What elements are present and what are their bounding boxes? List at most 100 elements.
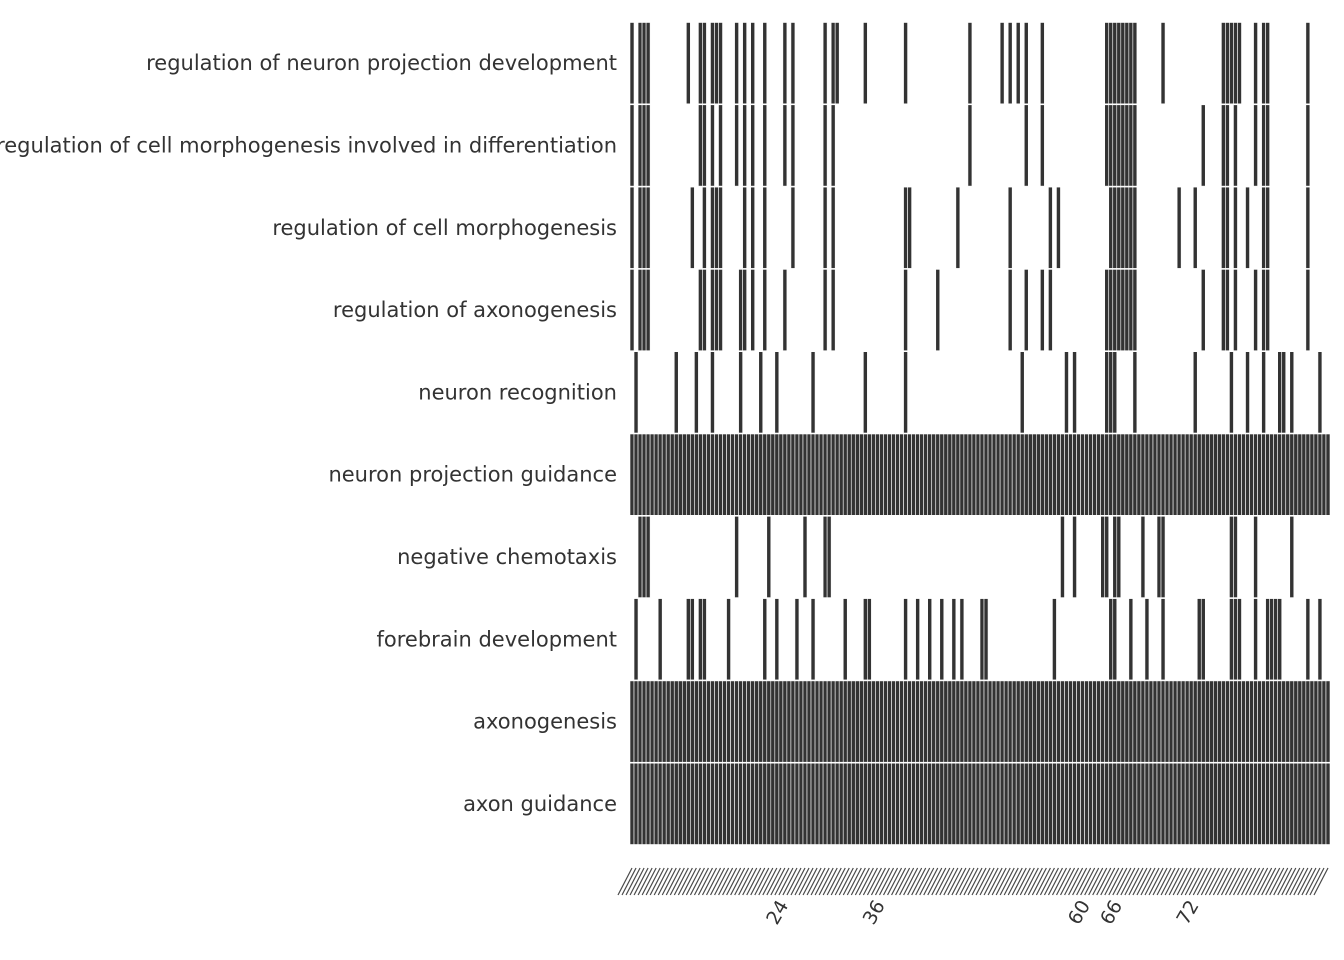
x-tick-mark xyxy=(770,867,786,896)
x-tick-mark xyxy=(1144,867,1160,896)
heatmap-cell xyxy=(1265,433,1270,516)
heatmap-cell xyxy=(1060,680,1065,763)
heatmap-cell xyxy=(1200,433,1206,516)
heatmap-cell xyxy=(983,680,989,763)
heatmap-cell xyxy=(907,762,912,845)
heatmap-cell xyxy=(649,433,655,516)
heatmap-cell xyxy=(1056,186,1061,269)
heatmap-cell xyxy=(915,598,920,681)
heatmap-cell xyxy=(1104,269,1110,351)
heatmap-cell xyxy=(754,680,760,763)
heatmap-cell xyxy=(814,433,820,516)
heatmap-cell xyxy=(979,680,985,763)
heatmap-cell xyxy=(859,680,864,763)
heatmap-cell xyxy=(1273,762,1279,845)
heatmap-cell xyxy=(963,433,969,516)
heatmap-cell xyxy=(726,762,731,845)
heatmap-cell xyxy=(1233,433,1238,516)
heatmap-cell xyxy=(1080,762,1085,845)
heatmap-cell xyxy=(726,680,731,763)
heatmap-cell xyxy=(1124,186,1130,269)
heatmap-cell xyxy=(822,515,828,598)
heatmap-cell xyxy=(1261,351,1266,434)
heatmap-cell xyxy=(822,22,828,105)
heatmap-cell xyxy=(975,762,981,845)
heatmap-cell xyxy=(1221,762,1226,845)
heatmap-cell xyxy=(891,433,896,516)
heatmap-cell xyxy=(1317,433,1323,516)
heatmap-cell xyxy=(629,762,635,845)
heatmap-cell xyxy=(1132,186,1138,269)
heatmap-cell xyxy=(657,598,663,681)
heatmap-cell xyxy=(686,680,691,763)
x-tick-mark xyxy=(882,867,899,896)
heatmap-cell xyxy=(983,598,989,681)
heatmap-cell xyxy=(859,433,864,516)
heatmap-cell xyxy=(690,186,695,269)
heatmap-cell xyxy=(645,433,651,516)
heatmap-cell xyxy=(1076,433,1081,516)
heatmap-cell xyxy=(1305,104,1311,187)
heatmap-cell xyxy=(1068,433,1073,516)
heatmap-cell xyxy=(645,762,651,845)
heatmap-cell xyxy=(931,433,937,516)
x-tick-mark xyxy=(1313,867,1329,896)
x-tick-mark xyxy=(689,867,705,896)
heatmap-cell xyxy=(641,22,647,105)
heatmap-cell xyxy=(641,433,647,516)
heatmap-cell xyxy=(637,186,643,269)
x-tick-mark xyxy=(959,867,975,896)
heatmap-cell xyxy=(686,22,691,105)
heatmap-cell xyxy=(967,104,973,187)
heatmap-cell xyxy=(750,22,756,105)
heatmap-cell xyxy=(645,104,651,187)
heatmap-cell xyxy=(754,433,760,516)
heatmap-cell xyxy=(903,351,908,434)
heatmap-cell xyxy=(939,762,945,845)
x-tick-mark xyxy=(1064,867,1080,896)
x-tick-mark xyxy=(1253,867,1269,896)
x-tick-mark xyxy=(850,867,866,896)
heatmap-cell xyxy=(1289,351,1295,434)
x-tick-mark xyxy=(1257,867,1273,896)
heatmap-cell xyxy=(1160,515,1166,598)
heatmap-cell xyxy=(1281,680,1287,763)
heatmap-cell xyxy=(903,186,908,269)
heatmap-cell xyxy=(1072,351,1077,434)
heatmap-cell xyxy=(1221,22,1226,105)
heatmap-cell xyxy=(782,269,788,351)
heatmap-cell xyxy=(1225,680,1230,763)
heatmap-cell xyxy=(657,433,663,516)
heatmap-cell xyxy=(1293,680,1299,763)
heatmap-cell xyxy=(1281,762,1287,845)
heatmap-cell xyxy=(1112,433,1118,516)
heatmap-cell xyxy=(1132,762,1138,845)
heatmap-cell xyxy=(1152,433,1158,516)
heatmap-cell xyxy=(1108,433,1114,516)
heatmap-cell xyxy=(1092,433,1097,516)
heatmap-cell xyxy=(1253,269,1258,351)
heatmap-cell xyxy=(830,269,836,351)
x-tick-mark xyxy=(955,867,971,896)
heatmap-cell xyxy=(1160,433,1166,516)
heatmap-cell xyxy=(818,762,824,845)
row-label: regulation of cell morphogenesis involve… xyxy=(0,133,617,157)
heatmap-cell xyxy=(1160,598,1166,681)
heatmap-cell xyxy=(854,433,860,516)
heatmap-cell xyxy=(943,762,949,845)
heatmap-cell xyxy=(1108,351,1114,434)
heatmap-cell xyxy=(1148,762,1154,845)
heatmap-cell xyxy=(947,680,953,763)
heatmap-cell xyxy=(1124,433,1130,516)
heatmap-cell xyxy=(641,104,647,187)
heatmap-cell xyxy=(971,680,977,763)
heatmap-cell xyxy=(665,433,671,516)
heatmap-cell xyxy=(854,680,860,763)
heatmap-cell xyxy=(641,186,647,269)
x-tick-mark xyxy=(1055,867,1072,896)
heatmap-cell xyxy=(883,762,888,845)
heatmap-cell xyxy=(1096,680,1101,763)
heatmap-cell xyxy=(867,680,872,763)
heatmap-cell xyxy=(1297,433,1303,516)
